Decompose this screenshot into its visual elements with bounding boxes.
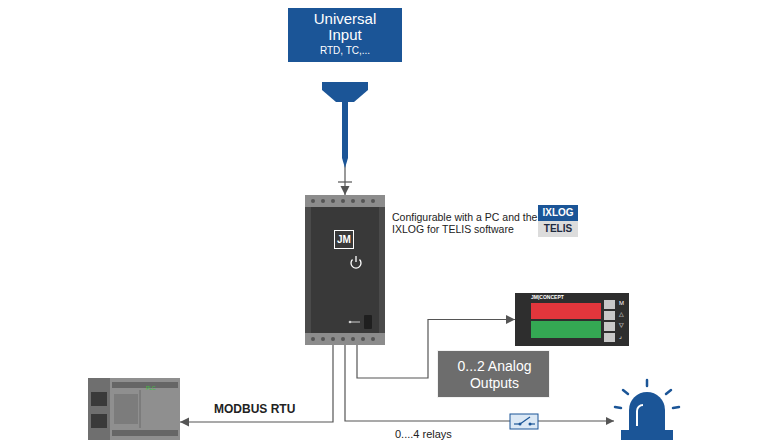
edge-label: MODBUS RTU (214, 402, 295, 416)
node-text: JM|CONCEPT (531, 294, 591, 300)
node-text: △ (619, 311, 629, 318)
beacon-light (615, 380, 679, 440)
node-text: ⌟ (619, 333, 629, 340)
display-box: JM|CONCEPT M △ ▽ ⌟ (515, 293, 629, 346)
switch-symbol (510, 414, 538, 429)
relay-wire (345, 345, 614, 421)
node-text: JM (334, 230, 354, 249)
note-label: Configurable with a PC and the IXLOG for… (392, 211, 542, 235)
note-label: 0....4 relays (395, 428, 452, 441)
input-box: Universal InputRTD, TC,... (288, 8, 402, 62)
plc-box: PLC (88, 375, 180, 441)
panel-display (515, 293, 629, 346)
node-text: Universal Input (300, 11, 390, 43)
device-box: JM (305, 195, 385, 345)
node-text: 0...2 Analog Outputs (438, 358, 551, 392)
software-logo: IXLOGTELIS (538, 205, 578, 237)
node-text: TELIS (538, 221, 578, 237)
plc-unit (88, 378, 180, 440)
node-text: M (619, 300, 629, 307)
node-text: RTD, TC,... (288, 45, 402, 57)
connector (344, 62, 345, 195)
connector (180, 345, 333, 422)
node-text: PLC (146, 385, 166, 391)
device-body (305, 195, 385, 345)
output-box: 0...2 Analog Outputs (437, 350, 550, 398)
node-text: ▽ (619, 322, 629, 329)
node-text: IXLOG (538, 205, 578, 221)
